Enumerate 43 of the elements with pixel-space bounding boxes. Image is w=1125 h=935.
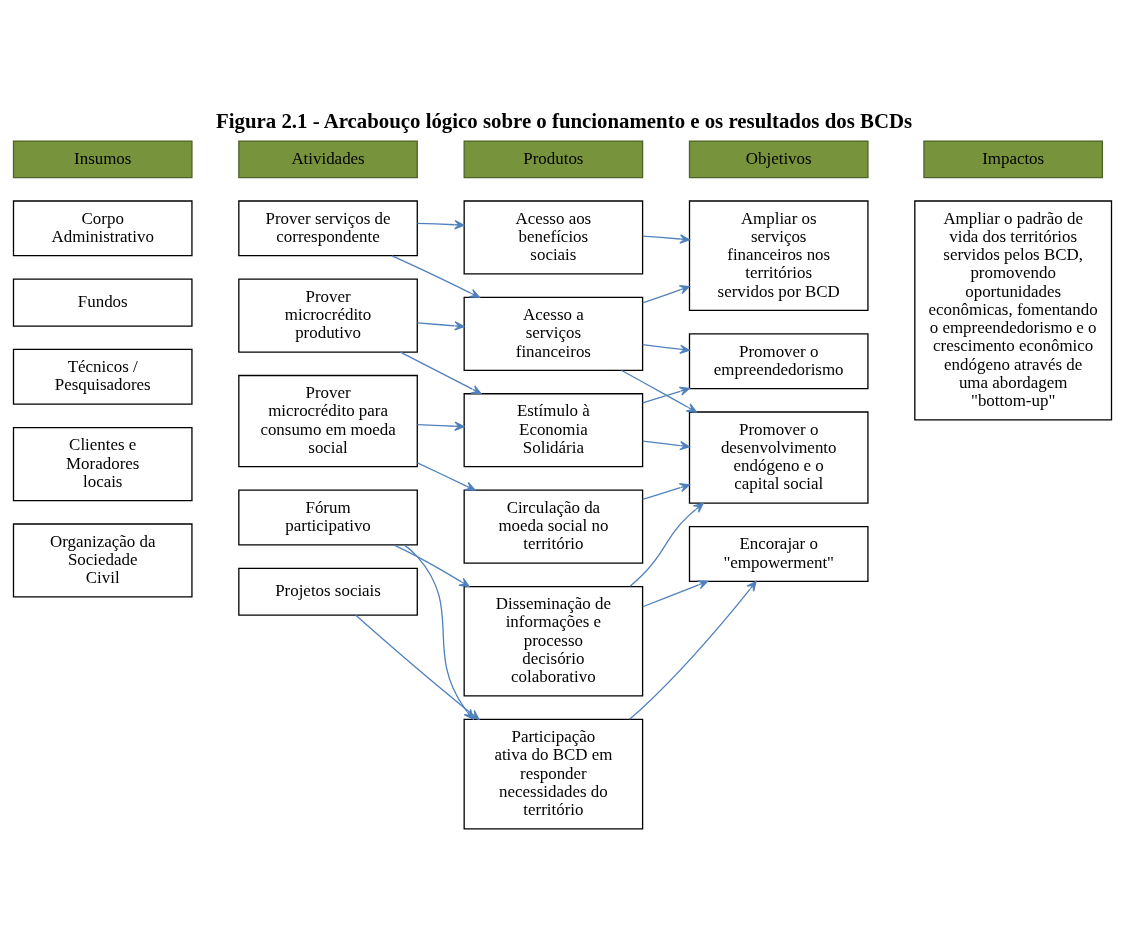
- node-box: Prover serviços de correspondente: [238, 199, 418, 256]
- node-box: Acesso aos benefícios sociais: [463, 199, 644, 275]
- node-box: Atividades: [238, 139, 418, 178]
- node-box: Acesso a serviços financeiros: [463, 296, 644, 371]
- node-box: Fórum participativo: [238, 489, 418, 545]
- diagram-title: Figura 2.1 - Arcabouço lógico sobre o funcionamento e os resultados dos BCDs: [216, 108, 913, 133]
- node-box: Estímulo à Economia Solidária: [463, 392, 644, 467]
- node-box: Promover o desenvolvimento endógeno e o capital social: [688, 410, 869, 504]
- arrow: [642, 579, 709, 607]
- node-box: Prover microcrédito para consumo em moeda social: [238, 374, 418, 467]
- arrow: [642, 386, 690, 404]
- node-box: Disseminação de informações e processo decisório colaborativo: [463, 585, 644, 697]
- node-box: Impactos: [923, 139, 1104, 178]
- arrow: [416, 461, 476, 491]
- node-box: Fundos: [12, 278, 193, 327]
- node-box: Participação ativa do BCD em responder necessidades do território: [463, 718, 644, 829]
- arrow: [642, 482, 690, 500]
- node-box: Insumos: [12, 139, 193, 178]
- arrow: [642, 284, 690, 304]
- node-box: Circulação da moeda social no território: [463, 489, 644, 564]
- node-box: Projetos sociais: [238, 567, 418, 616]
- arrow: [620, 369, 697, 413]
- node-box: Objetivos: [688, 139, 869, 178]
- arrow: [642, 439, 690, 450]
- arrow: [642, 233, 690, 244]
- arrow: [399, 351, 482, 394]
- node-box: Promover o empreendedorismo: [688, 332, 869, 389]
- node-box: Organização da Sociedade Civil: [12, 522, 193, 598]
- node-box: Clientes e Moradores locais: [12, 426, 193, 501]
- node-box: Produtos: [463, 139, 644, 178]
- arrow: [391, 254, 480, 298]
- arrow: [642, 343, 690, 354]
- node-box: Ampliar os serviços financeiros nos territórios servidos por BCD: [688, 199, 869, 311]
- node-box: Ampliar o padrão de vida dos territórios servidos pelos BCD, promovendo oportunidades econômicas, fomentando o empreendedorismo e o crescimento econômico endógeno através de uma abordagem "bottom-up": [914, 199, 1113, 420]
- arrow: [628, 580, 757, 720]
- node-box: Prover microcrédito produtivo: [238, 278, 418, 353]
- arrow: [416, 219, 465, 229]
- arrow: [416, 320, 465, 331]
- arrow: [629, 502, 704, 587]
- node-box: Técnicos / Pesquisadores: [12, 348, 193, 405]
- node-box: Encorajar o "empowerment": [688, 525, 869, 582]
- arrow: [393, 543, 470, 587]
- node-box: Corpo Administrativo: [12, 199, 193, 256]
